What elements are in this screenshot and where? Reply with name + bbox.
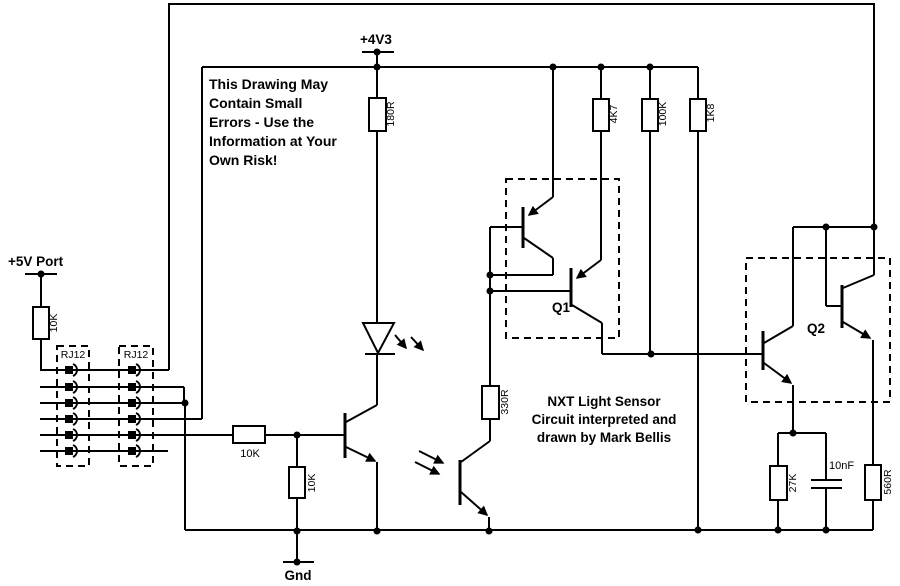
resistor-100k: [641, 98, 659, 132]
resistor-10k-series: [232, 425, 266, 444]
light-arrow-icon: [418, 450, 445, 464]
resistor-4k7: [592, 98, 610, 132]
pin-icon: [128, 396, 141, 410]
junction-dots: [37, 48, 878, 566]
led-driver-transistor: [343, 404, 378, 462]
pin-icon: [65, 363, 78, 377]
phototransistor: [414, 450, 489, 516]
dashed-outlines: [56, 178, 891, 467]
supply-4v3-label: +4V3: [360, 32, 392, 47]
pin-icon: [128, 363, 141, 377]
text-labels: +5V Port +4V3 Gnd This Drawing May Conta…: [8, 32, 894, 583]
light-arrow-icon: [414, 461, 441, 475]
resistor-label: 330R: [499, 389, 511, 415]
warning-text-line: Information at Your: [209, 133, 337, 149]
resistor-330r: [481, 385, 500, 420]
attribution-line: drawn by Mark Bellis: [537, 430, 671, 445]
rj12-connector-left: [56, 345, 90, 467]
q2-package-outline: [745, 257, 891, 403]
resistor-label: 10K: [48, 314, 60, 333]
pin-icon: [65, 380, 78, 394]
pin-icon: [65, 428, 78, 442]
resistor-label: 10K: [306, 474, 318, 493]
resistor-1k8: [689, 98, 707, 132]
attribution-line: NXT Light Sensor: [547, 394, 661, 409]
resistor-label: 27K: [787, 474, 799, 493]
pin-icon: [65, 412, 78, 426]
pin-icon: [65, 444, 78, 458]
resistor-label: 10K: [240, 448, 260, 460]
resistor-label: 100K: [657, 102, 669, 127]
pin-icon: [128, 412, 141, 426]
rj12-pins: [65, 363, 141, 458]
warning-text-line: Own Risk!: [209, 152, 277, 168]
light-arrow-icon: [410, 336, 425, 352]
warning-text-line: This Drawing May: [209, 76, 328, 92]
supply-5v-label: +5V Port: [8, 254, 64, 269]
resistor-560r: [864, 464, 882, 501]
resistor-180r: [368, 97, 387, 132]
led-icon: [361, 322, 425, 356]
warning-text-line: Errors - Use the: [209, 114, 314, 130]
warning-text-line: Contain Small: [209, 95, 302, 111]
resistor-bodies: [32, 97, 882, 501]
resistor-10k-pullup: [32, 306, 50, 340]
q2-transistor-left: [761, 331, 793, 384]
rj12-connector-right: [118, 345, 154, 467]
resistor-label: 560R: [882, 469, 894, 495]
resistor-label: 4K7: [608, 105, 620, 124]
q2-label: Q2: [807, 321, 825, 336]
q1-mirror-transistor-2: [569, 259, 602, 307]
pin-icon: [65, 396, 78, 410]
wiring: [25, 3, 875, 563]
pin-icon: [128, 444, 141, 458]
light-arrow-icon: [394, 334, 407, 350]
q2-transistor-right: [840, 285, 872, 339]
q1-package-outline: [505, 178, 620, 339]
pin-icon: [128, 380, 141, 394]
connector-right-label: RJ12: [124, 349, 149, 361]
attribution-line: Circuit interpreted and: [532, 412, 677, 427]
ground-label: Gnd: [285, 568, 312, 583]
resistor-label: 1K8: [705, 104, 717, 123]
q1-mirror-transistor-1: [521, 196, 554, 248]
pin-icon: [128, 428, 141, 442]
capacitor-label: 10nF: [829, 460, 854, 472]
resistor-10k-pulldown: [288, 466, 306, 499]
resistor-27k: [769, 465, 788, 501]
connector-left-label: RJ12: [61, 349, 86, 361]
q1-label: Q1: [552, 300, 571, 315]
resistor-label: 180R: [385, 101, 397, 127]
